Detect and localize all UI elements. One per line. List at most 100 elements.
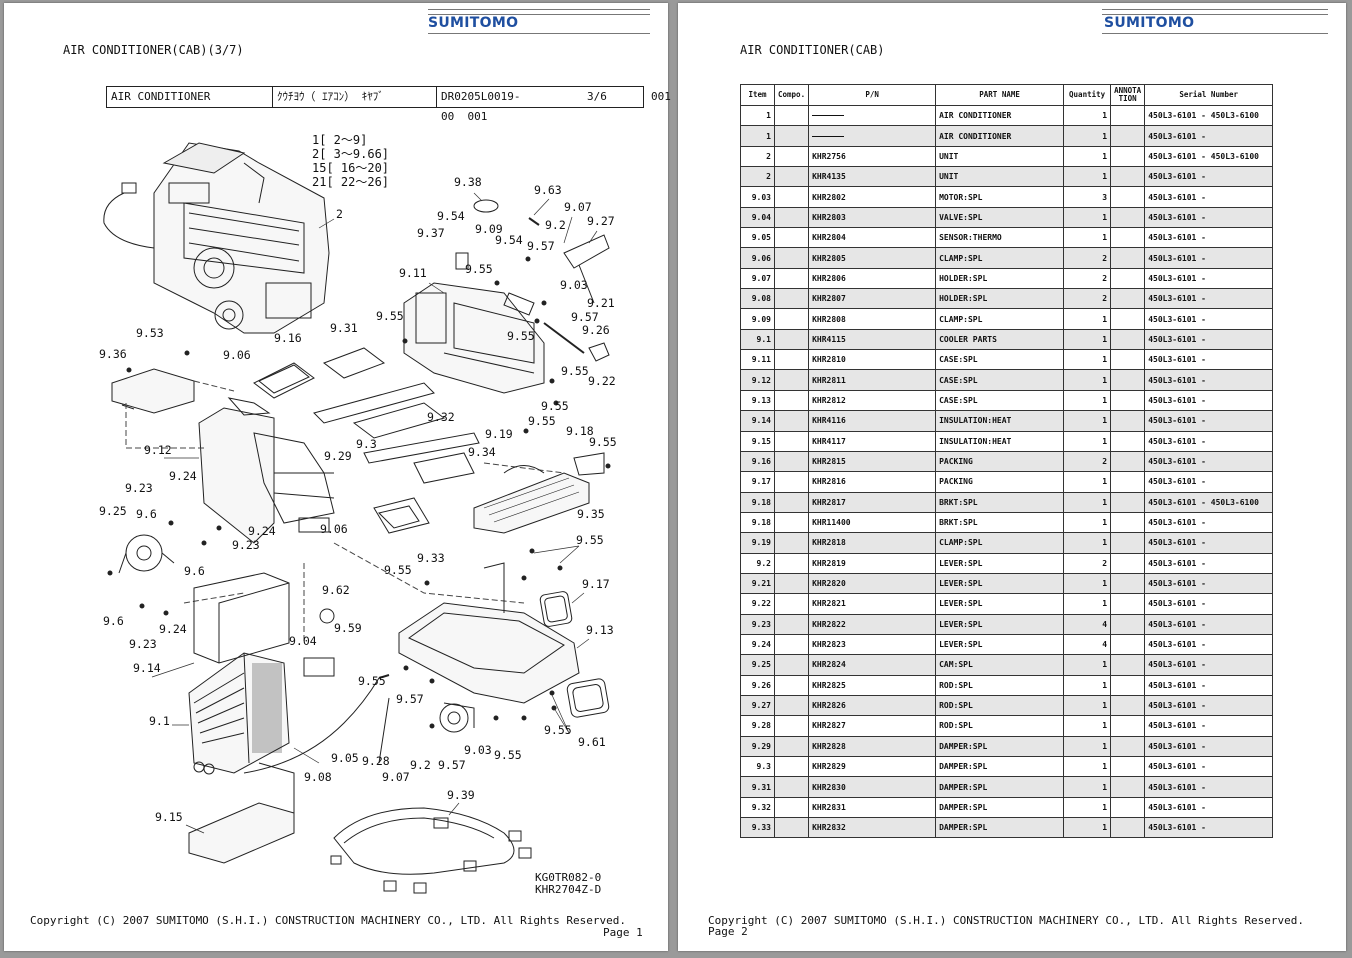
- dash-mark: [812, 135, 845, 137]
- cell-pn: KHR2807: [808, 288, 937, 310]
- cell-serial: 450L3-6101 -: [1144, 369, 1274, 391]
- cell-pn: KHR2804: [808, 227, 937, 249]
- cell-part-name: BRKT:SPL: [935, 491, 1065, 513]
- cell-item: 9.26: [740, 674, 775, 696]
- cell-item: 2: [740, 145, 775, 168]
- cell-quantity: 2: [1063, 288, 1112, 310]
- cell-pn: KHR2830: [808, 776, 937, 798]
- part-callout: 9.16: [274, 331, 302, 345]
- cell-pn: KHR11400: [808, 511, 937, 534]
- table-header-row: Item Compo. P/N PART NAME Quantity ANNOT…: [740, 84, 1274, 106]
- dash-mark: [812, 115, 845, 117]
- cell-item: 9.16: [740, 450, 775, 473]
- part-callout: 9.06: [320, 522, 348, 536]
- part-callout: 9.55: [494, 748, 522, 762]
- cell-quantity: 3: [1063, 186, 1112, 208]
- cell-part-name: CASE:SPL: [935, 369, 1065, 391]
- filter-drawing: [473, 472, 590, 534]
- cell-annotation: [1110, 491, 1146, 513]
- cell-part-name: DAMPER:SPL: [935, 735, 1065, 758]
- cell-pn: [808, 125, 937, 147]
- cell-pn: KHR2818: [808, 532, 937, 554]
- cell-annotation: [1110, 450, 1146, 473]
- part-callout: 9.13: [586, 623, 614, 637]
- part-callout: 9.55: [561, 364, 589, 378]
- cell-pn: KHR2756: [808, 145, 937, 168]
- cell-quantity: 1: [1063, 694, 1112, 717]
- cell-annotation: [1110, 369, 1146, 391]
- cell-item: 9.3: [740, 755, 775, 778]
- part-callout: 9.55: [576, 533, 604, 547]
- part-callout: 9.57: [527, 239, 555, 253]
- cell-item: 9.28: [740, 715, 775, 737]
- cell-compo: [773, 328, 810, 351]
- cell-quantity: 1: [1063, 369, 1112, 391]
- cell-serial: 450L3-6101 -: [1144, 552, 1274, 574]
- cell-serial: 450L3-6101 -: [1144, 308, 1274, 330]
- drawing-code: KG0TR082-0 KHR2704Z-D: [535, 872, 601, 896]
- cell-item: 9.29: [740, 735, 775, 758]
- cell-part-name: ROD:SPL: [935, 715, 1065, 737]
- cell-item: 9.15: [740, 430, 775, 452]
- cell-compo: [773, 389, 810, 412]
- cell-quantity: 1: [1063, 593, 1112, 615]
- part-callout: 9.26: [582, 323, 610, 337]
- cell-quantity: 2: [1063, 552, 1112, 574]
- part-callout: 9.1: [149, 714, 170, 728]
- cell-compo: [773, 308, 810, 330]
- part-callout: 9.54: [495, 233, 523, 247]
- cell-serial: 450L3-6101 -: [1144, 471, 1274, 493]
- part-callout: 9.61: [578, 735, 606, 749]
- cell-annotation: [1110, 267, 1146, 290]
- cell-annotation: [1110, 328, 1146, 351]
- cell-pn: KHR2819: [808, 552, 937, 574]
- cell-serial: 450L3-6101 -: [1144, 817, 1274, 839]
- drawing-code-line: KG0TR082-0: [535, 871, 602, 884]
- cell-pn: KHR2828: [808, 735, 937, 758]
- cell-item: 9.18: [740, 491, 775, 513]
- cell-part-name: UNIT: [935, 166, 1065, 188]
- part-callout: 9.57: [438, 758, 466, 772]
- cell-annotation: [1110, 796, 1146, 819]
- part-callout: 9.08: [304, 770, 332, 784]
- col-annotation: ANNOTA TION: [1110, 84, 1146, 106]
- cell-serial: 450L3-6101 -: [1144, 328, 1274, 351]
- part-callout: 9.2: [545, 218, 566, 232]
- drawing-header-box: AIR CONDITIONER ｸｳﾁﾖｳ（ ｴｱｺﾝ） ｷﾔﾌﾞ DR0205…: [106, 86, 671, 123]
- cell-part-name: CAM:SPL: [935, 654, 1065, 676]
- cell-annotation: [1110, 674, 1146, 696]
- part-callout: 9.37: [417, 226, 445, 240]
- assembly-group-list: 1[ 2～9] 2[ 3～9.66] 15[ 16～20] 21[ 22～26]: [312, 133, 389, 189]
- part-callout: 9.3: [356, 437, 377, 451]
- cell-compo: [773, 430, 810, 452]
- cell-serial: 450L3-6101 -: [1144, 593, 1274, 615]
- cell-pn: KHR2831: [808, 796, 937, 819]
- cell-annotation: [1110, 572, 1146, 595]
- part-callout: 9.07: [564, 200, 592, 214]
- group-line: 15[ 16～20]: [312, 161, 390, 175]
- cell-item: 9.04: [740, 206, 775, 229]
- cell-part-name: DAMPER:SPL: [935, 796, 1065, 819]
- brand-logo: SUMITOMO: [1104, 15, 1195, 31]
- part-callout: 9.35: [577, 507, 605, 521]
- cell-part-name: ROD:SPL: [935, 694, 1065, 717]
- cell-serial: 450L3-6101 -: [1144, 186, 1274, 208]
- cell-compo: [773, 267, 810, 290]
- cell-annotation: [1110, 308, 1146, 330]
- cell-serial: 450L3-6101 -: [1144, 349, 1274, 371]
- cell-annotation: [1110, 817, 1146, 839]
- cell-quantity: 1: [1063, 349, 1112, 371]
- header-rule: [428, 9, 650, 15]
- part-callout: 9.24: [248, 524, 276, 538]
- part-callout: 9.21: [587, 296, 615, 310]
- cell-serial: 450L3-6101 -: [1144, 715, 1274, 737]
- cell-pn: KHR2808: [808, 308, 937, 330]
- cell-pn: KHR2805: [808, 247, 937, 269]
- part-callout: 9.23: [125, 481, 153, 495]
- cell-item: 9.18: [740, 511, 775, 534]
